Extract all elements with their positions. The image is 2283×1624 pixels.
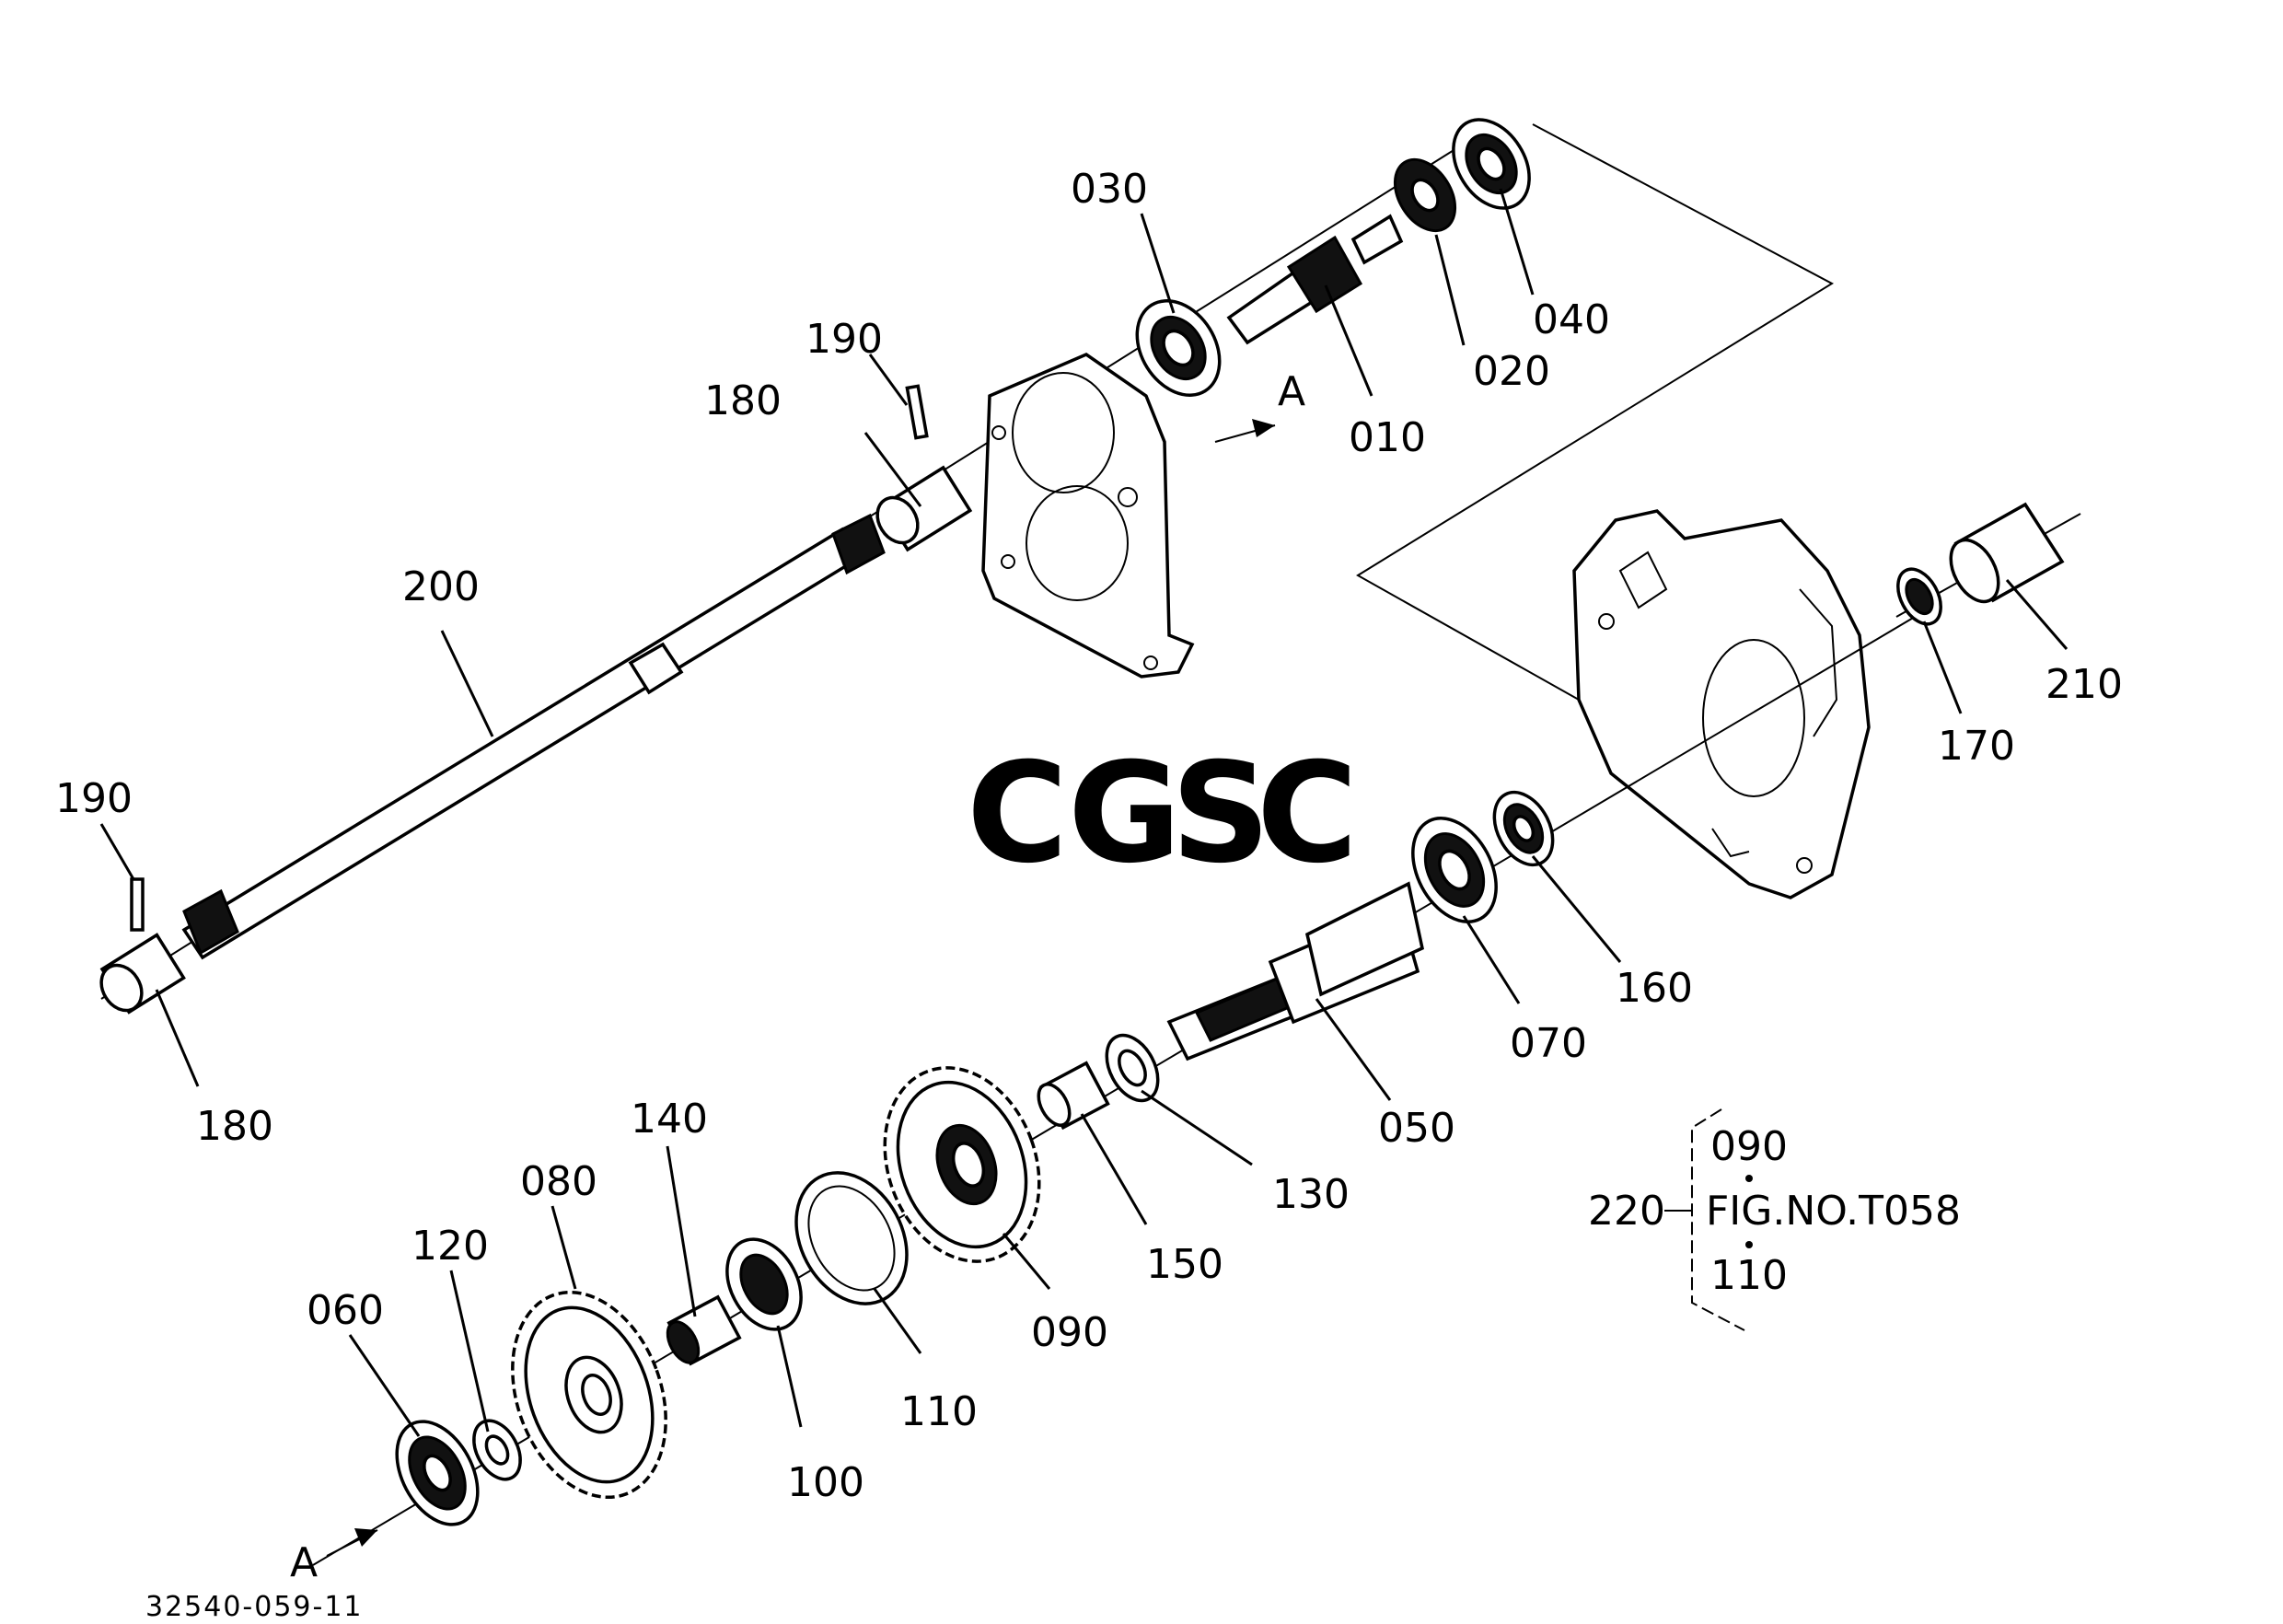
label-190-right: 190 bbox=[805, 316, 883, 363]
collar-180-left bbox=[99, 933, 186, 1015]
reference-group-220: 220 090 FIG.NO.T058 110 bbox=[1588, 1108, 1961, 1331]
oil-seal-160 bbox=[1492, 790, 1555, 867]
label-180-left: 180 bbox=[196, 1103, 273, 1150]
label-010: 010 bbox=[1349, 414, 1426, 461]
label-020: 020 bbox=[1473, 348, 1550, 395]
label-070: 070 bbox=[1510, 1020, 1587, 1067]
gearbox-plate bbox=[981, 353, 1195, 679]
label-090: 090 bbox=[1031, 1309, 1108, 1356]
label-200: 200 bbox=[402, 563, 480, 610]
label-160: 160 bbox=[1616, 965, 1693, 1012]
transmission-housing bbox=[1572, 509, 1871, 899]
label-180-right: 180 bbox=[704, 377, 782, 424]
watermark-letter-c2: C bbox=[1257, 734, 1358, 894]
label-110: 110 bbox=[900, 1388, 978, 1435]
gear-080 bbox=[511, 1290, 667, 1500]
label-100: 100 bbox=[787, 1459, 864, 1506]
watermark-logo: C G S C bbox=[967, 734, 1358, 894]
label-080: 080 bbox=[520, 1158, 597, 1205]
bearing-070 bbox=[1411, 817, 1498, 923]
label-220: 220 bbox=[1588, 1188, 1665, 1235]
bearing-060 bbox=[395, 1420, 480, 1526]
watermark-letter-c1: C bbox=[967, 734, 1068, 894]
ring-110 bbox=[794, 1171, 909, 1305]
label-060: 060 bbox=[307, 1287, 384, 1334]
label-150: 150 bbox=[1146, 1241, 1223, 1288]
label-a-bottom: A bbox=[290, 1539, 318, 1586]
washer-120 bbox=[472, 1419, 522, 1481]
label-030: 030 bbox=[1071, 166, 1148, 213]
oil-seal-170 bbox=[1896, 567, 1942, 626]
label-190-left: 190 bbox=[55, 775, 133, 822]
ref-top: 090 bbox=[1710, 1123, 1788, 1170]
label-120: 120 bbox=[411, 1223, 489, 1270]
label-050: 050 bbox=[1378, 1105, 1455, 1152]
bearing-040 bbox=[1452, 118, 1531, 210]
watermark-letter-g: G bbox=[1068, 734, 1181, 894]
shaft-200 bbox=[181, 513, 886, 960]
group-bracket-line bbox=[1356, 123, 1835, 701]
label-130: 130 bbox=[1272, 1171, 1350, 1218]
ref-bottom: 110 bbox=[1710, 1252, 1788, 1299]
bearing-030 bbox=[1135, 299, 1222, 397]
collar-180-right bbox=[875, 465, 973, 552]
pinion-shaft-010 bbox=[1226, 214, 1404, 345]
drawing-number: 32540-059-11 bbox=[145, 1591, 364, 1623]
shaft-050 bbox=[1166, 881, 1425, 1061]
collar-150 bbox=[1037, 1061, 1110, 1131]
label-170: 170 bbox=[1938, 723, 2015, 770]
label-210: 210 bbox=[2045, 661, 2123, 708]
needle-bearing-100 bbox=[725, 1237, 803, 1331]
watermark-letter-s: S bbox=[1171, 734, 1270, 894]
leader-lines bbox=[99, 188, 2069, 1437]
bushing-140 bbox=[666, 1294, 742, 1366]
ref-fig-no: FIG.NO.T058 bbox=[1706, 1188, 1961, 1235]
label-a-top: A bbox=[1278, 368, 1305, 415]
part-labels: 030 040 020 010 190 180 200 190 180 210 … bbox=[55, 166, 2123, 1586]
pin-190-left bbox=[130, 877, 145, 932]
gear-090 bbox=[883, 1066, 1041, 1263]
label-140: 140 bbox=[631, 1096, 708, 1143]
gear-020 bbox=[1393, 157, 1457, 233]
pin-190-right bbox=[905, 384, 929, 440]
sleeve-210 bbox=[1949, 502, 2065, 604]
washer-130 bbox=[1105, 1033, 1160, 1103]
label-040: 040 bbox=[1533, 296, 1610, 343]
lower-shaft-assembly bbox=[312, 502, 2081, 1566]
upper-shaft-assembly bbox=[99, 118, 1531, 1015]
